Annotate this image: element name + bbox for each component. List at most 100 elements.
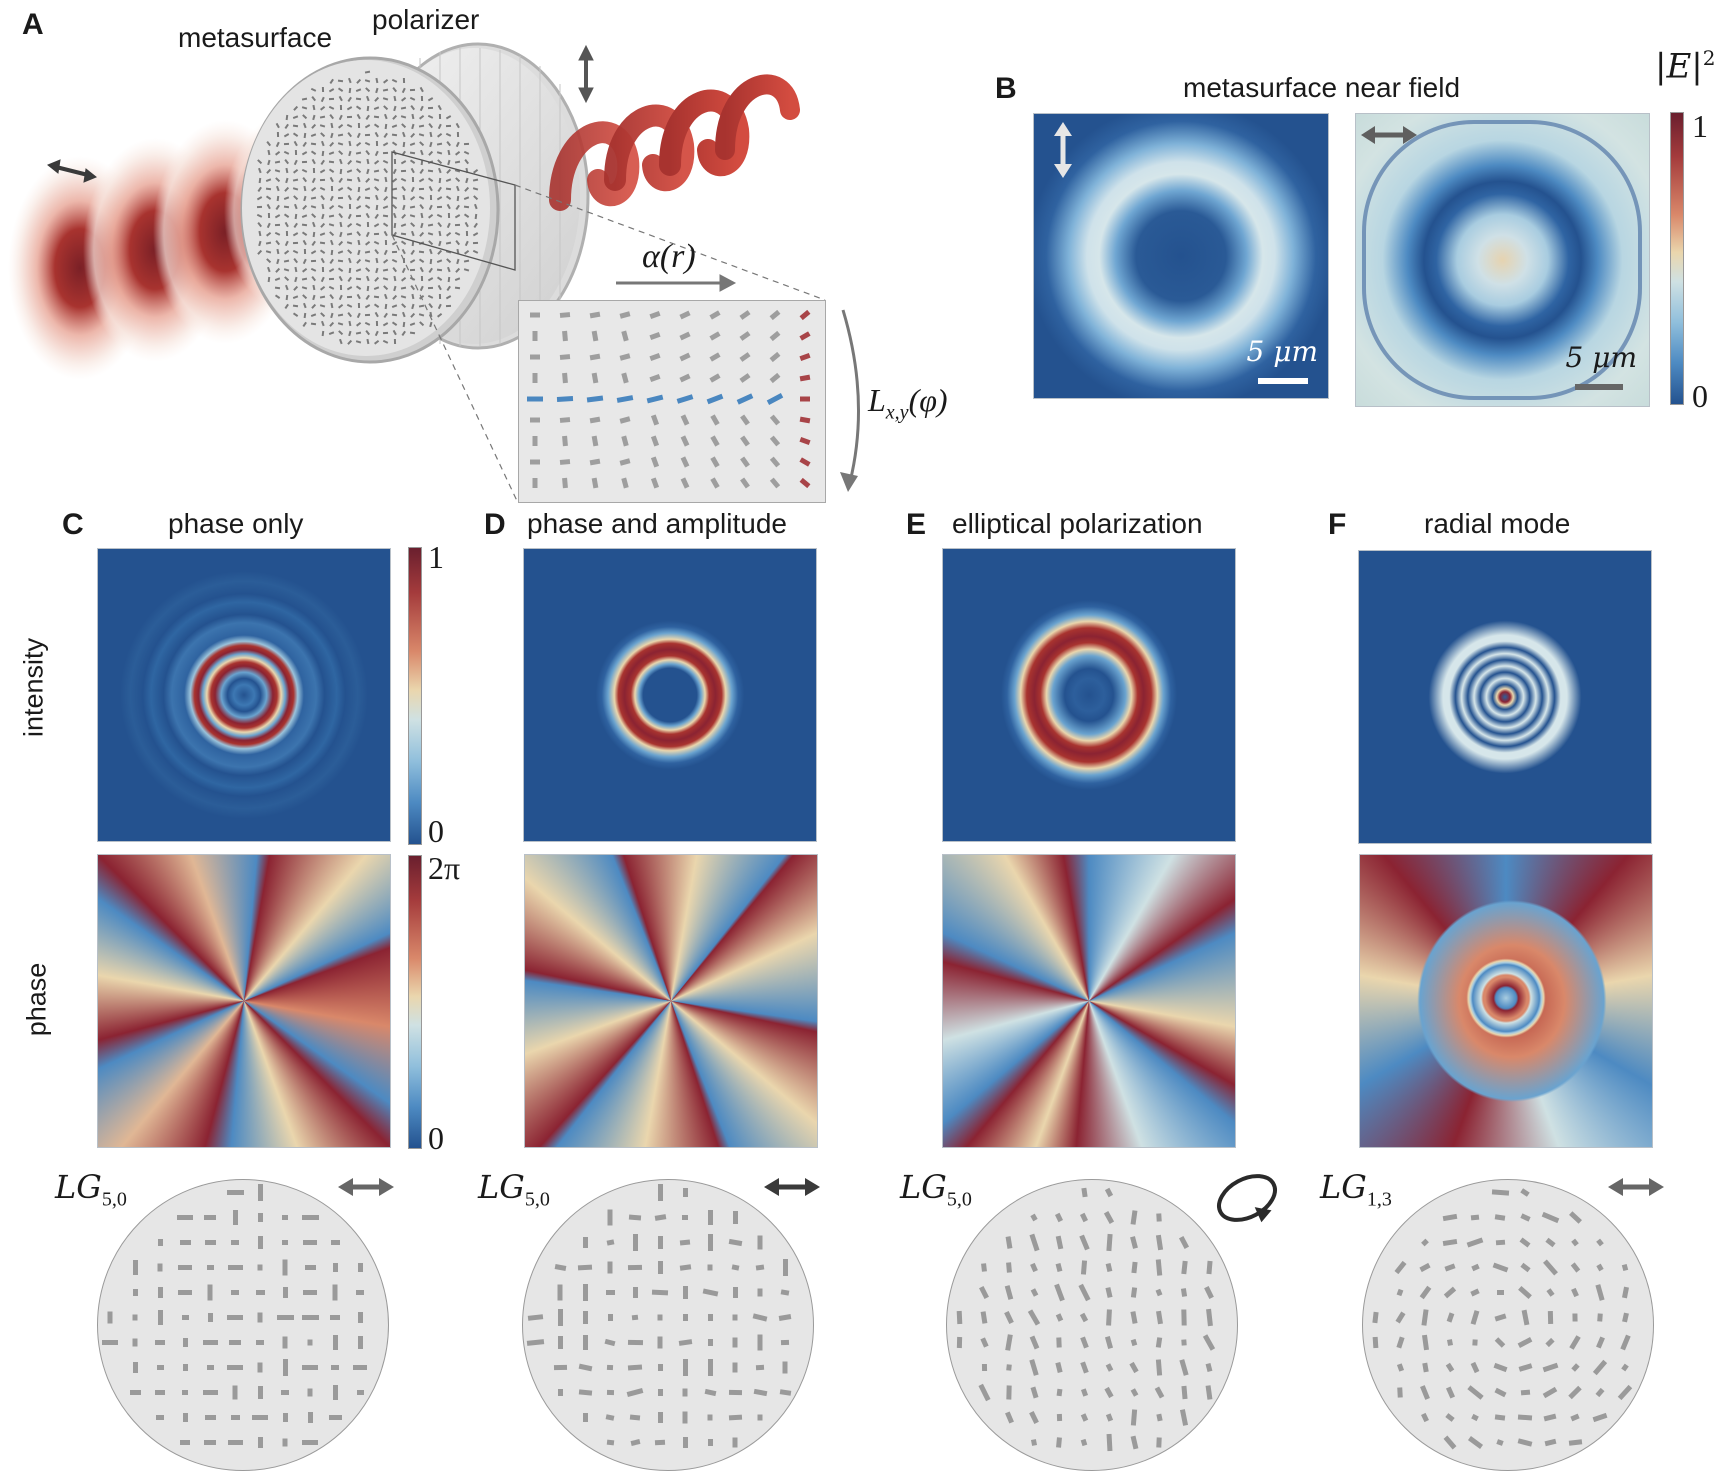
- nanopillar: [1596, 1238, 1604, 1247]
- nanopillar: [1496, 1289, 1504, 1296]
- nanopillar: [1055, 1235, 1063, 1250]
- nanopillar: [1030, 1262, 1038, 1273]
- nanopillar: [1495, 1239, 1505, 1246]
- nanopillar: [654, 1439, 666, 1446]
- nanopillar: [782, 1259, 788, 1276]
- nanopillar: [1517, 1337, 1533, 1348]
- panel-e-title: elliptical polarization: [952, 508, 1203, 539]
- nanopillar: [1079, 1212, 1089, 1223]
- nanopillar: [1520, 1188, 1530, 1197]
- nanopillar: [1105, 1263, 1113, 1272]
- zoom-guide-lines: [391, 184, 826, 500]
- nanopillar: [1005, 1236, 1013, 1249]
- nanopillar: [1155, 1288, 1163, 1297]
- nanopillar: [979, 1286, 989, 1299]
- nanopillar: [1130, 1210, 1138, 1225]
- nanopillar: [177, 1215, 193, 1220]
- nanopillar: [1030, 1213, 1038, 1222]
- nanopillar: [156, 1415, 164, 1420]
- mode-main: LG: [900, 1168, 947, 1206]
- nanopillar: [182, 1338, 188, 1347]
- nanopillar: [627, 1339, 643, 1346]
- nanopillar: [557, 1309, 563, 1326]
- nanopillar: [582, 1311, 588, 1324]
- nanopillar: [1466, 1237, 1484, 1248]
- nanopillar: [1006, 1262, 1012, 1273]
- nanopillar: [582, 1413, 588, 1422]
- nanopillar: [282, 1215, 288, 1220]
- nanopillar: [626, 1388, 644, 1397]
- nanopillar: [681, 1214, 689, 1221]
- nanopillar: [606, 1364, 614, 1371]
- nanopillar: [1595, 1387, 1605, 1398]
- nanopillar: [257, 1386, 263, 1399]
- nanopillar: [1592, 1412, 1608, 1423]
- nanopillar: [707, 1314, 713, 1321]
- colorbar-intensity-min: 0: [428, 813, 444, 849]
- nanopillar: [330, 1240, 340, 1245]
- nanopillar: [204, 1240, 216, 1245]
- colorbar-b-title: |E|2: [1655, 46, 1715, 86]
- nanopillar: [282, 1287, 288, 1298]
- nanopillar: [1027, 1309, 1041, 1326]
- nanopillar: [1470, 1310, 1480, 1325]
- nanopillar: [1494, 1214, 1506, 1221]
- nanopillar: [956, 1310, 962, 1325]
- colorbar-phase: [408, 855, 422, 1149]
- nanopillar: [1517, 1438, 1533, 1447]
- nanopillar: [1544, 1237, 1556, 1248]
- nanopillar: [1445, 1386, 1455, 1399]
- nanopillar: [557, 1336, 563, 1349]
- nanopillar: [1055, 1362, 1063, 1373]
- colorbar-b-max: 1: [1692, 108, 1708, 144]
- nanopillar: [182, 1390, 188, 1395]
- nanopillar: [331, 1365, 339, 1370]
- panel-f-mode-label: LG1,3: [1320, 1168, 1392, 1211]
- nanopillar: [778, 1314, 792, 1321]
- nanopillar: [682, 1437, 688, 1448]
- nanopillar: [1492, 1262, 1508, 1273]
- colorbar-phase-max: 2π: [428, 850, 461, 886]
- nanopillar: [1595, 1284, 1605, 1301]
- nanopillar: [682, 1286, 688, 1299]
- nanopillar: [1542, 1259, 1558, 1276]
- nanopillar: [732, 1287, 738, 1298]
- nanopillar: [1030, 1439, 1038, 1446]
- nanopillar: [1397, 1387, 1403, 1398]
- nanopillar: [304, 1265, 316, 1270]
- nanopillar: [281, 1390, 289, 1395]
- nanopillar: [582, 1284, 588, 1301]
- scale-bar-right: [1575, 384, 1623, 390]
- nanopillar: [780, 1289, 790, 1296]
- nanopillar: [607, 1209, 613, 1226]
- nanopillar: [554, 1264, 566, 1271]
- nanopillar: [526, 1339, 544, 1346]
- nanopillar: [129, 1390, 141, 1395]
- nanopillar: [206, 1265, 214, 1270]
- nanopillar: [1521, 1309, 1529, 1326]
- nanopillar: [707, 1439, 713, 1446]
- nanopillar: [156, 1365, 164, 1370]
- nanopillar: [1419, 1262, 1431, 1273]
- nanopillar: [1105, 1363, 1113, 1372]
- nanopillar: [1104, 1336, 1114, 1349]
- nanopillar: [332, 1335, 338, 1350]
- panel-d-metasurface-disk: [522, 1179, 814, 1471]
- nanopillar: [557, 1284, 563, 1301]
- nanopillar: [1055, 1313, 1063, 1322]
- colorbar-b-min: 0: [1692, 378, 1708, 414]
- nanopillar: [630, 1439, 640, 1446]
- nanopillar: [307, 1388, 313, 1397]
- nanopillar: [1004, 1285, 1014, 1300]
- nanopillar: [1494, 1414, 1506, 1421]
- nanopillar: [632, 1287, 638, 1298]
- nanopillar: [682, 1188, 688, 1197]
- nanopillar: [1470, 1361, 1480, 1374]
- panel-e-mode-label: LG5,0: [900, 1168, 972, 1211]
- nanopillar: [179, 1240, 191, 1245]
- nanopillar: [356, 1290, 364, 1295]
- nanopillar: [1519, 1237, 1531, 1248]
- nanopillar: [255, 1290, 265, 1295]
- nanopillar: [257, 1264, 263, 1271]
- panel-c-title: phase only: [168, 508, 304, 539]
